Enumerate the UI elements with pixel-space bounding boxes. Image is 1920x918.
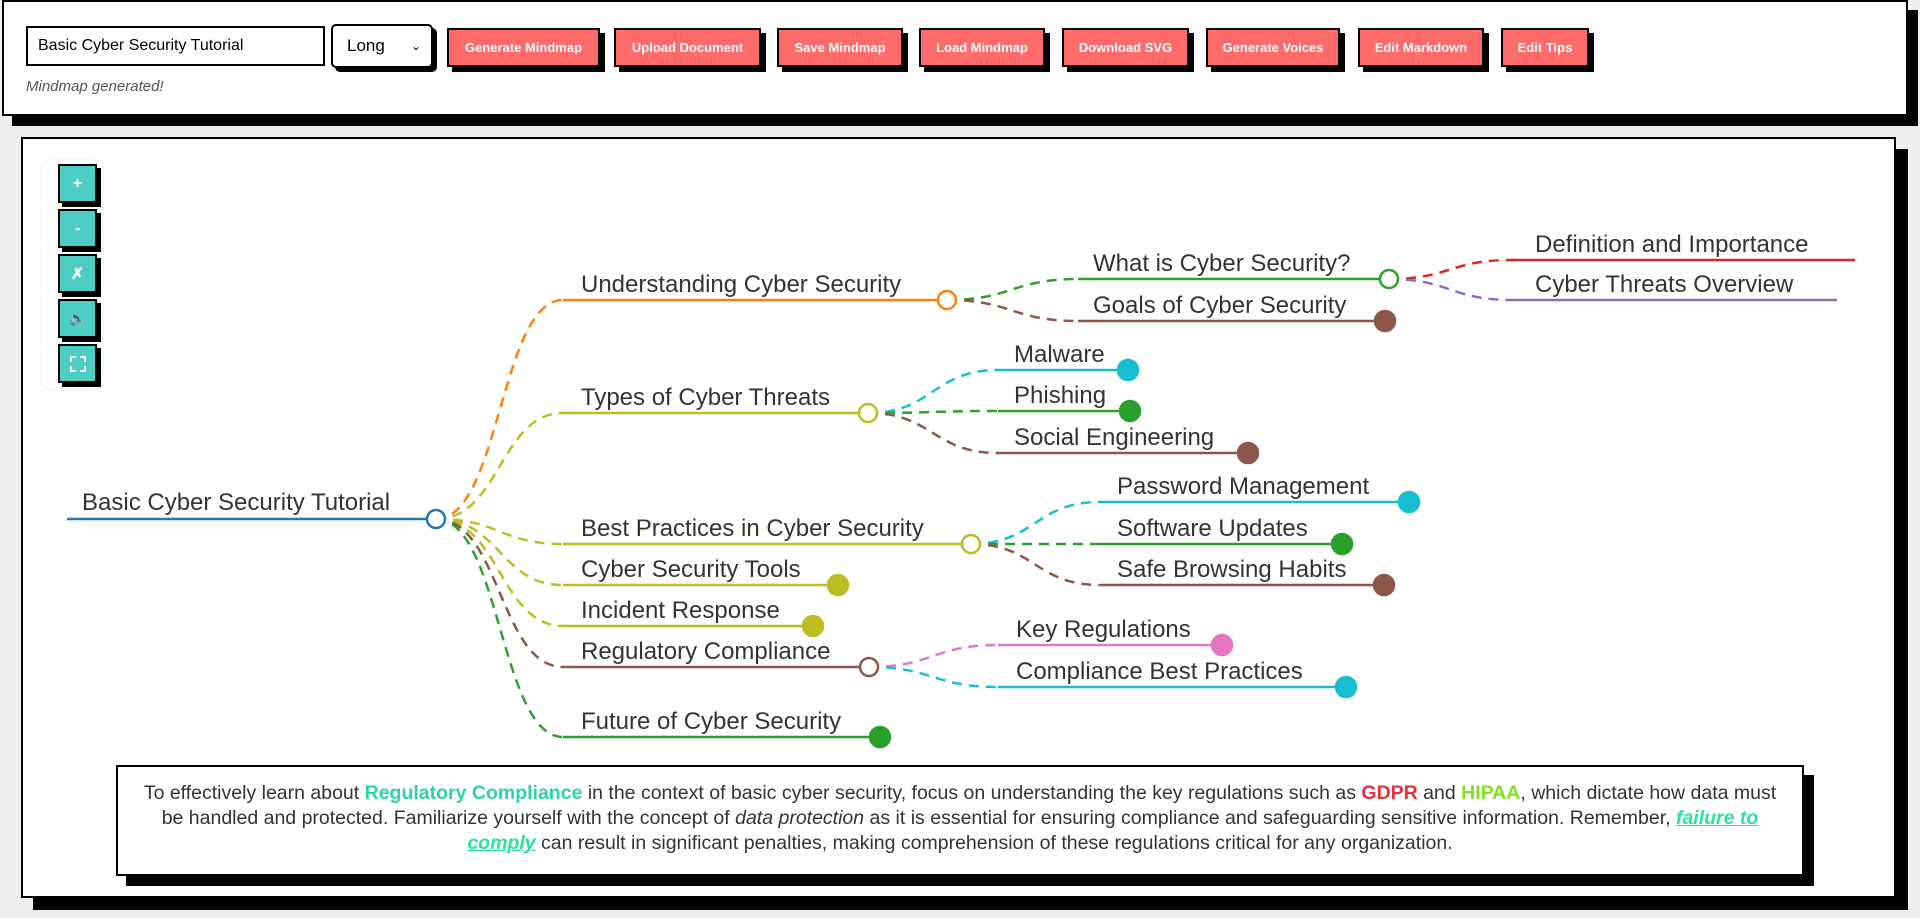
node-dot[interactable] xyxy=(826,573,850,597)
generate-voices-button[interactable]: Generate Voices xyxy=(1206,28,1340,67)
load-mindmap-button[interactable]: Load Mindmap xyxy=(919,28,1045,67)
node-dot[interactable] xyxy=(1118,399,1142,423)
node-dot[interactable] xyxy=(1236,441,1260,465)
node-label[interactable]: Regulatory Compliance xyxy=(581,638,830,665)
tip-highlight: GDPR xyxy=(1361,782,1418,804)
status-text: Mindmap generated! xyxy=(26,78,164,95)
tip-emphasis: data protection xyxy=(735,807,865,829)
tip-highlight: HIPAA xyxy=(1461,782,1521,804)
node-toggle[interactable] xyxy=(425,508,447,530)
speaker-button[interactable]: 🔈 xyxy=(58,299,97,338)
fullscreen-button[interactable] xyxy=(58,344,97,383)
node-label[interactable]: Password Management xyxy=(1117,473,1369,500)
tip-box: To effectively learn about Regulatory Co… xyxy=(116,765,1804,876)
edit-markdown-button[interactable]: Edit Markdown xyxy=(1358,28,1484,67)
node-dot[interactable] xyxy=(1334,675,1358,699)
link xyxy=(435,517,564,546)
node-dot[interactable] xyxy=(1330,532,1354,556)
link xyxy=(435,411,564,521)
node-dot[interactable] xyxy=(1397,490,1421,514)
link xyxy=(867,411,999,455)
node-dot[interactable] xyxy=(1210,633,1234,657)
reset-icon: ✗ xyxy=(70,265,85,283)
toolbar-panel: Long ⌄ Generate Mindmap Upload Document S… xyxy=(2,0,1908,116)
node-label[interactable]: Malware xyxy=(1014,341,1105,368)
node-label-root[interactable]: Basic Cyber Security Tutorial xyxy=(82,489,390,516)
tip-text: To effectively learn about xyxy=(143,782,365,804)
mindmap-nodes xyxy=(425,268,1421,749)
map-controls: + - ✗ 🔈 xyxy=(42,160,102,388)
node-label[interactable]: Incident Response xyxy=(581,597,780,624)
node-label[interactable]: Best Practices in Cyber Security xyxy=(581,515,924,542)
node-label[interactable]: Definition and Importance xyxy=(1535,231,1809,258)
node-toggle[interactable] xyxy=(858,656,880,678)
node-label[interactable]: Cyber Threats Overview xyxy=(1535,271,1794,298)
length-select-value: Long xyxy=(347,36,385,55)
node-dot[interactable] xyxy=(1116,358,1140,382)
tip-text: can result in significant penalties, mak… xyxy=(535,832,1453,854)
node-label[interactable]: Social Engineering xyxy=(1014,424,1214,451)
link xyxy=(1388,258,1513,281)
link xyxy=(435,298,564,521)
node-label[interactable]: Software Updates xyxy=(1117,515,1308,542)
mindmap-labels: Basic Cyber Security Tutorial Understand… xyxy=(82,231,1809,735)
link xyxy=(868,643,999,669)
topic-input[interactable] xyxy=(26,26,325,66)
link xyxy=(946,277,1079,302)
node-label[interactable]: Phishing xyxy=(1014,382,1106,409)
node-label[interactable]: Goals of Cyber Security xyxy=(1093,292,1346,319)
speaker-icon: 🔈 xyxy=(68,310,87,326)
node-label[interactable]: Future of Cyber Security xyxy=(581,708,841,735)
download-svg-button[interactable]: Download SVG xyxy=(1062,28,1189,67)
node-label[interactable]: Compliance Best Practices xyxy=(1016,658,1303,685)
node-label[interactable]: Understanding Cyber Security xyxy=(581,271,901,298)
link xyxy=(435,517,564,739)
length-select[interactable]: Long ⌄ xyxy=(331,24,433,68)
generate-mindmap-button[interactable]: Generate Mindmap xyxy=(447,28,600,67)
node-toggle[interactable] xyxy=(960,533,982,555)
fullscreen-icon xyxy=(69,355,86,372)
link xyxy=(435,517,564,587)
link xyxy=(868,665,999,689)
zoom-out-icon: - xyxy=(74,219,81,237)
link xyxy=(970,500,1101,546)
node-label[interactable]: Cyber Security Tools xyxy=(581,556,801,583)
zoom-in-button[interactable]: + xyxy=(58,164,97,203)
node-toggle[interactable] xyxy=(857,402,879,424)
link xyxy=(1388,277,1513,302)
tip-text: and xyxy=(1417,782,1462,804)
mindmap-links xyxy=(435,258,1513,739)
tip-text: , which dictate how data must be handled… xyxy=(161,782,1777,829)
upload-document-button[interactable]: Upload Document xyxy=(614,28,761,67)
link xyxy=(435,517,564,628)
tip-highlight: Regulatory Compliance xyxy=(364,782,583,804)
node-toggle[interactable] xyxy=(936,289,958,311)
link xyxy=(867,368,999,415)
tip-link[interactable]: failure to comply xyxy=(467,807,1759,854)
node-toggle[interactable] xyxy=(1378,268,1400,290)
node-dot[interactable] xyxy=(1373,309,1397,333)
node-dot[interactable] xyxy=(1372,573,1396,597)
link xyxy=(435,517,564,669)
link xyxy=(946,298,1079,323)
save-mindmap-button[interactable]: Save Mindmap xyxy=(777,28,903,67)
zoom-out-button[interactable]: - xyxy=(58,209,97,248)
node-label[interactable]: What is Cyber Security? xyxy=(1093,250,1350,277)
tip-text: in the context of basic cyber security, … xyxy=(582,782,1362,804)
node-label[interactable]: Safe Browsing Habits xyxy=(1117,556,1346,583)
chevron-down-icon: ⌄ xyxy=(410,39,421,53)
node-label[interactable]: Types of Cyber Threats xyxy=(581,384,830,411)
link xyxy=(867,409,999,415)
link xyxy=(970,542,1101,587)
edit-tips-button[interactable]: Edit Tips xyxy=(1501,28,1589,67)
zoom-in-icon: + xyxy=(72,174,83,192)
tip-text: as it is essential for ensuring complian… xyxy=(864,807,1676,829)
node-dot[interactable] xyxy=(801,614,825,638)
mindmap-underlines xyxy=(67,258,1855,739)
reset-view-button[interactable]: ✗ xyxy=(58,254,97,293)
node-dot[interactable] xyxy=(868,725,892,749)
node-label[interactable]: Key Regulations xyxy=(1016,616,1191,643)
